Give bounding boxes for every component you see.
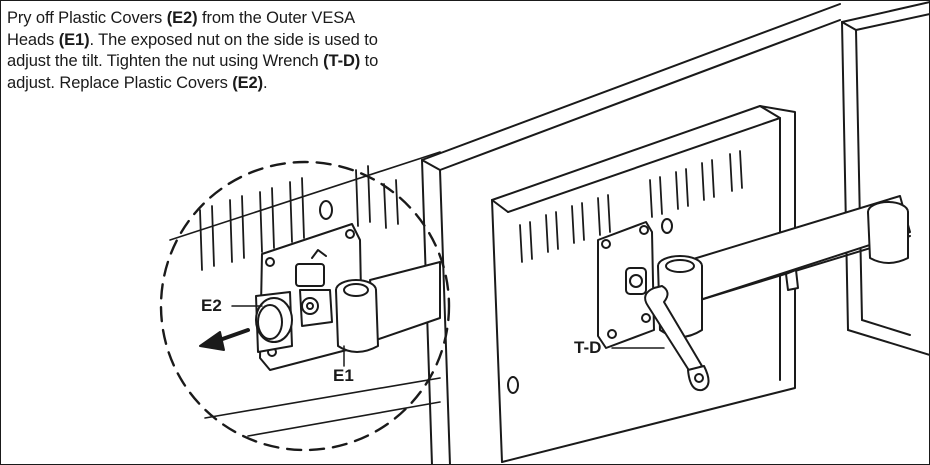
screw-hole	[661, 218, 673, 234]
main-vesa-assembly	[597, 195, 911, 349]
screw-hole	[507, 376, 519, 394]
label-e2: E2	[201, 296, 222, 315]
label-td: T-D	[574, 338, 602, 357]
instruction-part-1: Pry off Plastic Covers	[7, 9, 167, 27]
instruction-ref-e1: (E1)	[58, 30, 90, 49]
instruction-text: Pry off Plastic Covers (E2) from the Out…	[7, 8, 402, 94]
removal-arrow	[199, 331, 225, 351]
vent-slots	[519, 150, 743, 263]
right-monitor	[841, 1, 930, 356]
instruction-ref-td: (T-D)	[323, 52, 361, 70]
instruction-ref-e2-replace: (E2)	[232, 73, 264, 92]
instruction-part-3: . The exposed nut on the side is used to…	[7, 30, 378, 71]
instruction-part-2: from the Outer VESA Heads	[7, 9, 355, 49]
instruction-part-5: .	[263, 73, 268, 92]
detail-callout	[159, 151, 451, 452]
wrench-td	[611, 285, 710, 392]
label-e1: E1	[333, 366, 354, 385]
instruction-ref-e2: (E2)	[166, 9, 198, 27]
instruction-part-4: to adjust. Replace Plastic Covers	[7, 52, 379, 92]
